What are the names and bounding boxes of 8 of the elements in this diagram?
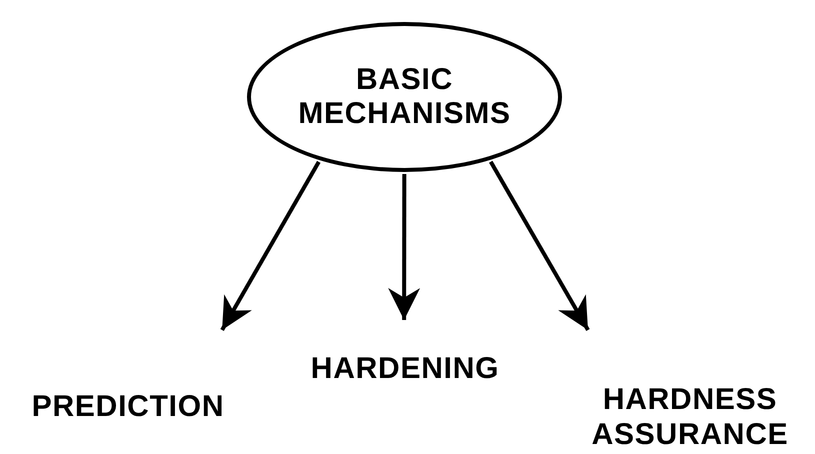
node-label: HARDNESS ASSURANCE [590, 383, 790, 452]
arrow [489, 160, 590, 331]
arrow [388, 174, 420, 320]
node-label: BASIC MECHANISMS [297, 62, 512, 132]
arrow [220, 160, 320, 331]
node-label: PREDICTION [32, 390, 224, 424]
ellipse-node [247, 22, 562, 172]
node-label: HARDENING [310, 352, 500, 386]
